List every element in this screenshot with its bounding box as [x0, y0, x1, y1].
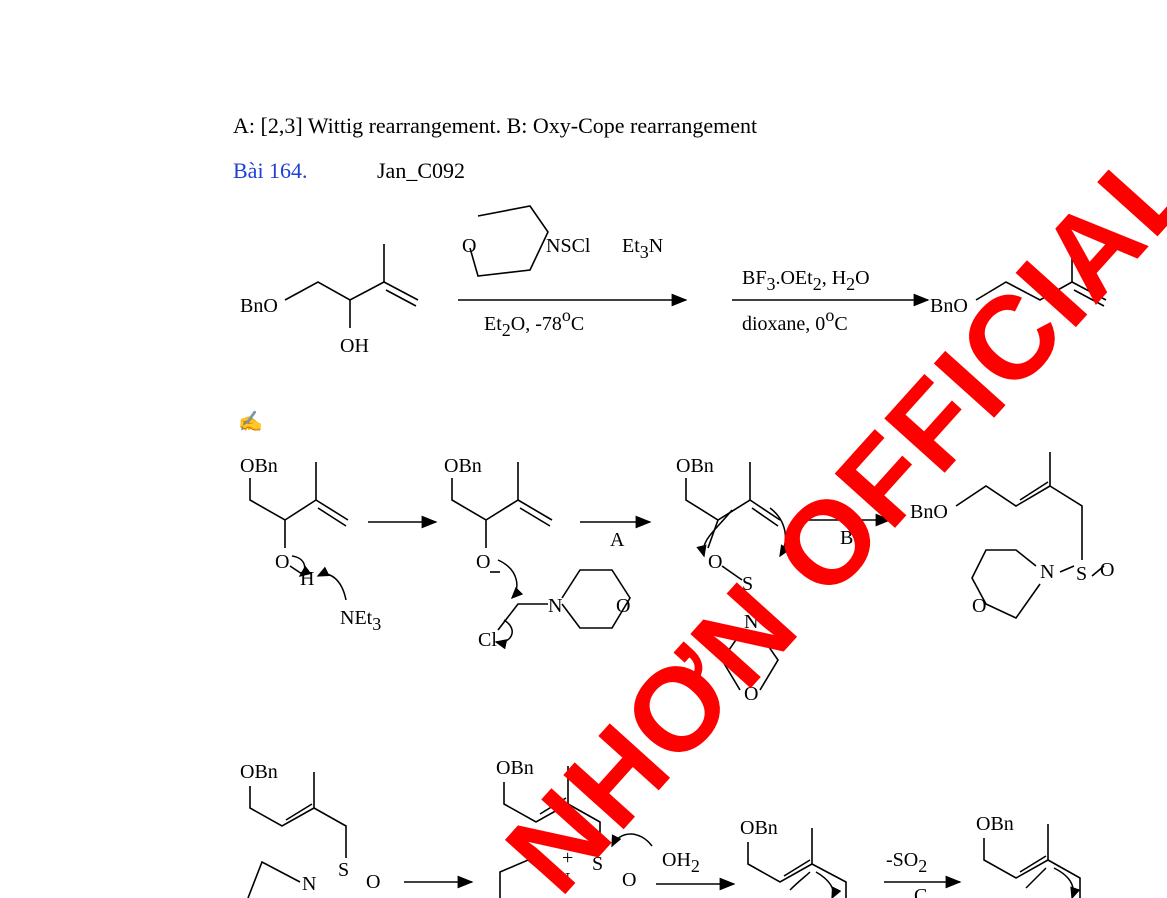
svg-text:S: S [338, 859, 349, 881]
svg-text:S: S [1076, 563, 1087, 585]
reagent-o-label: O [462, 235, 476, 257]
reagent-base-label: Et3N [622, 235, 663, 262]
problem-code: Jan_C092 [377, 158, 465, 183]
svg-text:N: N [302, 873, 316, 895]
problem-number: Bài 164. [233, 158, 308, 183]
svg-text:+: + [562, 847, 573, 869]
svg-text:N: N [744, 611, 758, 633]
svg-text:O: O [476, 551, 490, 573]
triethylamine-label: NEt3 [340, 607, 381, 634]
svg-text:O: O [622, 869, 636, 891]
svg-text:O: O [708, 551, 722, 573]
svg-text:Cl: Cl [478, 629, 497, 651]
svg-text:H: H [300, 568, 314, 590]
svg-text:O: O [972, 595, 986, 617]
condition-1-label: Et2O, -78oC [484, 305, 584, 340]
label-a: A [610, 529, 625, 551]
mech-structure-6: OBn + N S O OH2 [496, 757, 700, 898]
minus-so2-label: -SO2 [886, 849, 927, 876]
svg-text:N: N [548, 595, 562, 617]
svg-text:S: S [592, 853, 603, 875]
water-label: OH2 [662, 849, 700, 876]
label-b: B [840, 527, 853, 549]
svg-text:OBn: OBn [496, 757, 534, 779]
svg-text:OBn: OBn [676, 455, 714, 477]
starting-material: BnO OH [240, 244, 419, 357]
svg-text:O: O [616, 595, 630, 617]
mech-structure-8: OBn [976, 813, 1081, 898]
reagent-2-label: BF3.OEt2, H2O [742, 267, 870, 294]
svg-text:OBn: OBn [976, 813, 1014, 835]
svg-text:OBn: OBn [240, 761, 278, 783]
svg-text:O: O [744, 683, 758, 705]
pencil-icon: ✍ [238, 410, 263, 433]
mech-structure-2: OBn O N O Cl [444, 455, 631, 651]
label-c: C [914, 885, 927, 898]
sm-oh-label: OH [340, 335, 369, 357]
reaction-types-note: A: [2,3] Wittig rearrangement. B: Oxy-Co… [233, 113, 758, 138]
morpholine-sulfenyl-chloride: O NSCl Et3N [462, 205, 663, 277]
svg-text:O: O [275, 551, 289, 573]
svg-text:N: N [1040, 561, 1054, 583]
mech-structure-5: OBn S O N [240, 761, 380, 898]
svg-text:OBn: OBn [240, 455, 278, 477]
mech-structure-1: OBn O H NEt3 [240, 455, 381, 634]
svg-text:N: N [556, 869, 570, 891]
svg-text:O: O [1100, 559, 1114, 581]
mech-structure-4: BnO S O N O [910, 452, 1114, 620]
mech-structure-3: OBn O S N O [676, 455, 791, 705]
svg-text:O: O [366, 871, 380, 893]
reagent-nscl-label: NSCl [546, 235, 591, 257]
mech-structure-7: OBn [740, 817, 847, 898]
sm-bno-label: BnO [240, 295, 278, 317]
product-bno-label: BnO [930, 295, 968, 317]
svg-text:S: S [742, 573, 753, 595]
svg-text:OBn: OBn [444, 455, 482, 477]
svg-text:OBn: OBn [740, 817, 778, 839]
product-1: BnO [930, 244, 1107, 317]
condition-2-label: dioxane, 0oC [742, 305, 848, 335]
svg-text:BnO: BnO [910, 501, 948, 523]
